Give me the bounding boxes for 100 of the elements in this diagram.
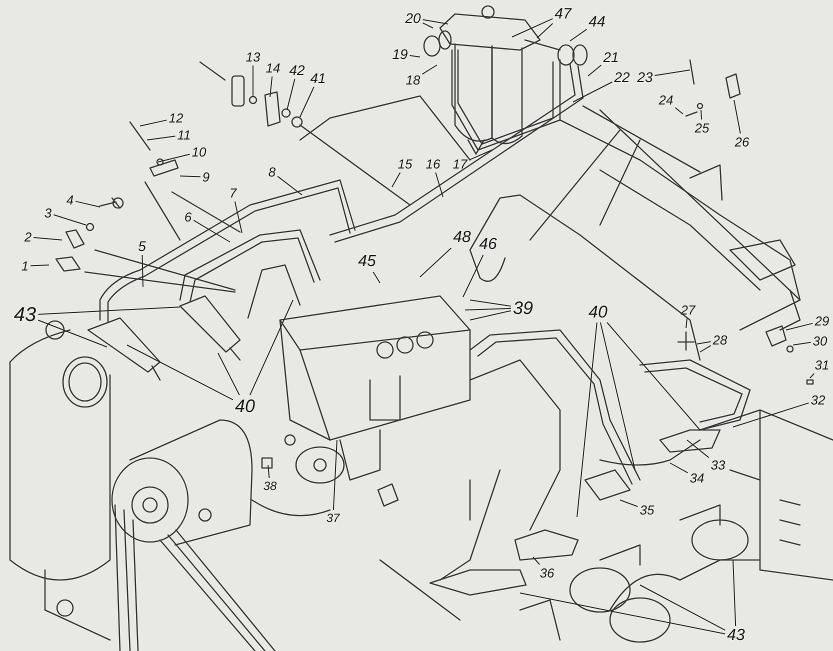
callout-number: 40 xyxy=(234,397,256,415)
leader-line xyxy=(532,556,540,565)
leader-line xyxy=(810,373,815,378)
callout-number: 38 xyxy=(263,480,277,492)
callout-number: 42 xyxy=(289,63,305,77)
leader-line xyxy=(193,220,230,242)
leader-line xyxy=(53,214,86,226)
leader-line xyxy=(462,254,484,298)
callout-number: 9 xyxy=(202,170,210,184)
callout-number: 1 xyxy=(21,260,29,272)
leader-line xyxy=(732,402,810,428)
leader-line xyxy=(38,320,108,348)
callout-number: 43 xyxy=(14,305,36,325)
leader-line xyxy=(576,322,598,518)
callout-number: 45 xyxy=(358,254,376,270)
leader-line xyxy=(270,76,273,98)
leader-line xyxy=(420,248,452,278)
leader-line xyxy=(732,560,736,626)
leader-line xyxy=(640,584,726,631)
callout-number: 14 xyxy=(266,62,280,74)
leader-line xyxy=(409,54,420,58)
leader-line xyxy=(286,78,296,110)
leader-line xyxy=(686,440,710,458)
leader-line xyxy=(600,322,636,470)
callout-number: 26 xyxy=(734,136,750,148)
leader-line xyxy=(470,310,512,320)
callout-number: 30 xyxy=(812,334,828,348)
leader-line xyxy=(435,172,444,198)
leader-line xyxy=(792,342,812,346)
leader-line xyxy=(75,200,100,208)
leader-line xyxy=(422,22,434,28)
leader-line xyxy=(332,440,338,510)
leader-line xyxy=(654,70,690,76)
leader-line xyxy=(734,100,741,134)
leader-line xyxy=(422,19,448,24)
callout-number: 2 xyxy=(24,230,32,244)
leader-line xyxy=(422,64,438,75)
leader-line xyxy=(146,136,176,140)
callout-number: 3 xyxy=(44,206,52,220)
callout-number: 36 xyxy=(540,566,554,580)
leader-line xyxy=(30,264,50,266)
callout-number: 47 xyxy=(554,6,572,22)
leader-line xyxy=(142,254,144,288)
leader-line xyxy=(786,322,814,330)
leader-line xyxy=(268,464,270,478)
leader-line xyxy=(140,120,168,126)
callout-number: 7 xyxy=(229,186,237,200)
callout-number: 23 xyxy=(637,70,653,84)
callout-number: 46 xyxy=(479,237,497,253)
callout-number: 34 xyxy=(690,472,704,484)
callout-number: 18 xyxy=(406,74,420,86)
callout-number: 20 xyxy=(405,11,421,25)
leader-line xyxy=(512,18,554,38)
leader-line xyxy=(218,352,240,396)
leader-line xyxy=(277,176,302,196)
leader-line xyxy=(468,150,492,160)
callout-number: 28 xyxy=(712,334,728,346)
callout-number: 16 xyxy=(426,158,440,170)
leader-line xyxy=(700,345,712,352)
callout-number: 37 xyxy=(326,512,340,524)
callout-number: 19 xyxy=(392,47,408,61)
callout-number: 10 xyxy=(192,146,206,158)
leader-line xyxy=(126,344,234,400)
leader-line xyxy=(158,154,190,162)
leader-line xyxy=(606,322,700,430)
leader-line xyxy=(464,308,512,310)
leader-line xyxy=(536,23,554,38)
leader-line xyxy=(180,176,201,178)
callout-number: 25 xyxy=(694,122,710,134)
leader-line xyxy=(300,86,314,118)
leader-line xyxy=(470,300,512,307)
leader-line xyxy=(674,107,684,114)
leader-line xyxy=(252,65,254,98)
callout-number: 21 xyxy=(603,50,619,64)
leader-line xyxy=(38,306,180,315)
leader-line xyxy=(572,82,613,102)
callout-number: 44 xyxy=(588,14,606,30)
callout-number: 8 xyxy=(268,166,276,178)
leader-line xyxy=(372,272,380,284)
leader-line xyxy=(696,341,712,344)
callout-number: 39 xyxy=(512,299,534,317)
callout-number: 5 xyxy=(138,239,146,253)
leader-line xyxy=(249,300,294,396)
callout-number: 40 xyxy=(588,304,608,320)
callout-number: 13 xyxy=(246,50,260,64)
callout-number: 32 xyxy=(810,394,826,406)
leader-line xyxy=(620,500,638,508)
leader-line xyxy=(33,237,62,240)
callout-number: 11 xyxy=(177,128,191,142)
callout-number: 35 xyxy=(640,504,654,516)
callout-number: 29 xyxy=(814,314,830,328)
callout-number: 4 xyxy=(66,194,74,206)
leader-line xyxy=(234,201,242,234)
callout-number: 33 xyxy=(710,458,726,472)
callout-number: 27 xyxy=(680,304,696,316)
leader-line xyxy=(686,318,688,328)
callout-number: 15 xyxy=(398,158,412,170)
leader-line xyxy=(520,592,726,634)
leader-line xyxy=(700,110,702,120)
callout-number: 6 xyxy=(184,210,192,224)
